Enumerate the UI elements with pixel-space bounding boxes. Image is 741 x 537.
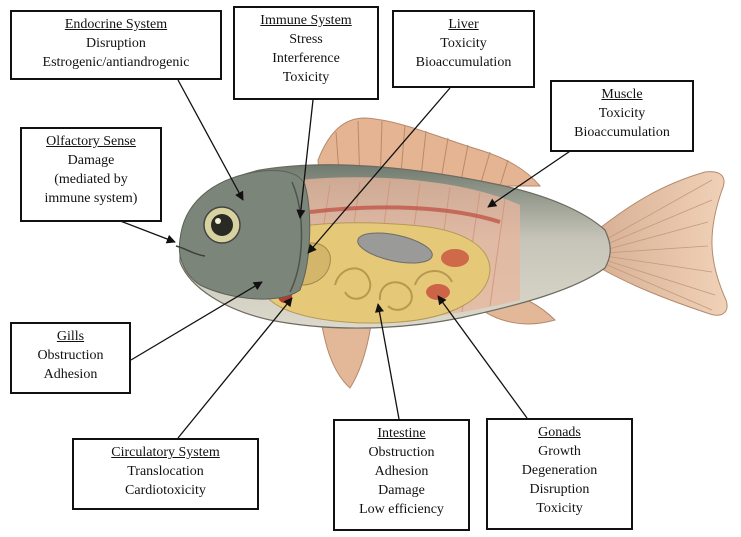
gills-box: Gills Obstruction Adhesion [10, 322, 131, 394]
gonads-box: Gonads Growth Degeneration Disruption To… [486, 418, 633, 530]
pointer-arrows [114, 79, 583, 439]
arrow-olfactory [114, 218, 176, 244]
arrow-muscle [487, 142, 583, 208]
intestine-title: Intestine [377, 426, 426, 441]
arrow-gills [130, 281, 263, 361]
circulatory-title: Circulatory System [111, 445, 220, 460]
swim-bladder [357, 232, 433, 264]
intestine-line-3: Damage [378, 483, 425, 498]
gonads-line-4: Toxicity [536, 501, 583, 516]
olfactory-sense-box: Olfactory Sense Damage (mediated by immu… [20, 127, 162, 222]
immune-line-2: Interference [272, 51, 340, 66]
olfactory-line-2: (mediated by [54, 172, 128, 187]
muscle-line-1: Toxicity [598, 106, 646, 121]
gonads-line-3: Disruption [529, 482, 590, 497]
intestine-line-1: Obstruction [368, 445, 435, 460]
liver-box: Liver Toxicity Bioaccumulation [392, 10, 535, 88]
arrow-immune [296, 99, 314, 219]
circulatory-line-1: Translocation [127, 464, 204, 479]
olfactory-line-1: Damage [67, 153, 115, 168]
tail-fin-rays [604, 179, 716, 311]
arrow-circulatory [177, 297, 293, 439]
fish-mouth [175, 245, 206, 257]
pelvic-fin [319, 314, 373, 389]
gills-line-1: Obstruction [37, 348, 104, 363]
circulatory-line-2: Cardiotoxicity [125, 483, 206, 498]
endocrine-line-1: Disruption [86, 36, 146, 51]
gonads-line-2: Degeneration [521, 463, 598, 478]
gill-cover [289, 181, 303, 293]
immune-line-1: Stress [289, 32, 323, 47]
muscle-line-2: Bioaccumulation [574, 125, 670, 140]
intestine-organ [334, 267, 453, 311]
gills-title: Gills [56, 329, 85, 344]
muscle-box: Muscle Toxicity Bioaccumulation [550, 80, 694, 152]
immune-line-3: Toxicity [282, 70, 330, 85]
endocrine-line-2: Estrogenic/antiandrogenic [42, 55, 190, 70]
gonads-title: Gonads [538, 425, 581, 440]
tail-fin [599, 171, 728, 316]
olfactory-title: Olfactory Sense [46, 134, 136, 149]
arrow-gonads [437, 295, 528, 419]
intestine-line-4: Low efficiency [359, 502, 444, 517]
liver-line-1: Toxicity [440, 36, 487, 51]
muscle-title: Muscle [601, 87, 643, 102]
gonads-line-1: Growth [538, 444, 581, 459]
intestine-line-2: Adhesion [374, 464, 429, 479]
immune-title: Immune System [260, 13, 352, 28]
endocrine-title: Endocrine System [64, 17, 168, 32]
gills-line-2: Adhesion [43, 367, 98, 382]
endocrine-system-box: Endocrine System Disruption Estrogenic/a… [10, 10, 222, 80]
circulatory-system-box: Circulatory System Translocation Cardiot… [72, 438, 259, 510]
liver-title: Liver [448, 17, 479, 32]
intestine-box: Intestine Obstruction Adhesion Damage Lo… [333, 419, 470, 531]
arrow-liver [307, 87, 451, 254]
olfactory-line-3: immune system) [44, 191, 138, 206]
immune-system-box: Immune System Stress Interference Toxici… [233, 6, 379, 100]
gonad-organ [426, 284, 450, 300]
fish-head [178, 170, 311, 300]
liver-line-2: Bioaccumulation [415, 55, 512, 70]
arrow-intestine [374, 303, 400, 420]
arrow-endocrine [177, 79, 244, 201]
